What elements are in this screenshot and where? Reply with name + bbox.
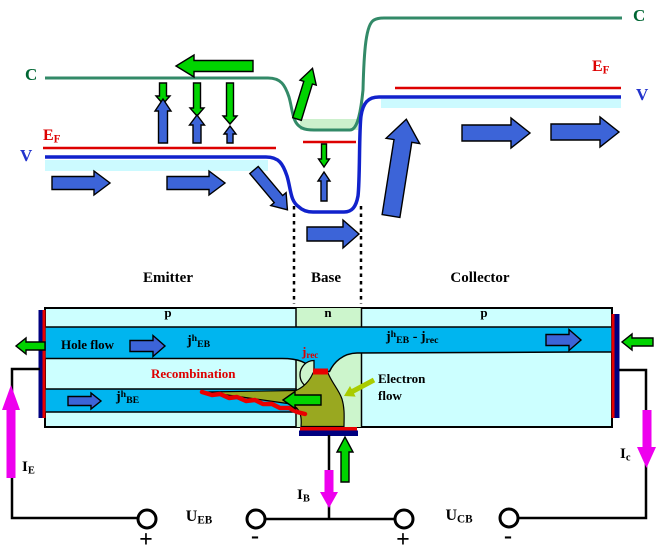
hole-up-arrow-2 <box>188 113 206 144</box>
jeb-minus-jrec-label: jhEB - jrec <box>386 329 439 346</box>
electron-base-up-arrow <box>335 435 355 483</box>
base-contact-navy <box>299 430 358 436</box>
blue-arrows-structure <box>67 327 583 411</box>
valence-band-curve <box>45 95 621 214</box>
emitter-contact-red <box>42 310 46 418</box>
collector-polarity: - <box>504 523 512 549</box>
valence-band-fill-left <box>45 160 268 171</box>
ic-current-arrow <box>637 410 656 468</box>
collector-contact-navy <box>614 314 620 418</box>
emitter-doping-label: p <box>164 305 172 320</box>
conduction-band-curve <box>45 16 622 132</box>
magenta-current-arrows <box>2 385 656 508</box>
electron-flow-pointer-arrow <box>343 377 376 397</box>
emitter-polarity: + <box>139 527 153 553</box>
electron-down-arrow-1 <box>154 82 172 106</box>
emitter-title: Emitter <box>143 270 193 286</box>
valence-band-label-right: V <box>636 85 649 104</box>
jeb-label: jhEB <box>187 333 211 350</box>
electron-flow-label-line1: Electron <box>378 371 426 386</box>
ueb-label: UEB <box>185 508 213 527</box>
base-right-polarity: + <box>396 527 410 553</box>
electron-down-arrow-2 <box>188 82 206 118</box>
jrec-label: jrec <box>302 344 319 360</box>
jrec-marker <box>313 368 328 375</box>
hole-collector-arrow-2 <box>550 115 621 149</box>
terminal-base-plus <box>393 508 415 530</box>
electron-well-down-arrow <box>317 143 331 169</box>
electron-funnel-left-arrow <box>281 390 322 410</box>
conduction-band-label-right: C <box>633 6 646 25</box>
base-title: Base <box>311 270 341 286</box>
recombination-label: Recombination <box>151 366 236 381</box>
ie-label: IE <box>22 459 35 477</box>
base-well-fill <box>300 119 358 130</box>
terminal-base-minus <box>245 508 267 530</box>
hole-up-slope-arrow <box>381 118 421 219</box>
conduction-band-label-left: C <box>25 65 38 84</box>
electron-flow-label-line2: flow <box>378 388 402 403</box>
electron-flow-funnel <box>205 372 345 428</box>
valence-band-fill-right <box>381 99 621 108</box>
collector-contact-red <box>611 314 615 418</box>
electron-down-arrow-3 <box>221 82 239 126</box>
electron-in-right-arrow <box>620 332 654 352</box>
blue-arrows-band <box>51 97 621 250</box>
hole-well-up-arrow <box>316 170 332 202</box>
ucb-label: UCB <box>445 507 473 526</box>
electron-out-left-arrow <box>14 336 46 356</box>
valence-band-label-left: V <box>20 146 33 165</box>
green-arrows-band <box>154 53 331 169</box>
ic-label: Ic <box>620 446 631 464</box>
collector-channel-arrow <box>545 327 583 353</box>
hole-flow-channel-arrow <box>129 333 167 359</box>
base-contact-red <box>300 427 357 431</box>
base-doping-label: n <box>324 305 332 320</box>
ib-label: IB <box>297 487 310 505</box>
jbe-channel-arrow <box>67 391 103 411</box>
fermi-label-left: EF <box>43 127 61 146</box>
jbe-label: jhBE <box>116 389 140 406</box>
electron-drift-left-arrow <box>174 53 254 79</box>
fermi-label-right: EF <box>592 58 610 77</box>
terminal-emitter-plus <box>136 508 158 530</box>
hole-base-transit-arrow <box>306 218 361 250</box>
hole-collector-arrow-1 <box>461 116 532 150</box>
hole-up-arrow-1 <box>153 97 173 144</box>
collector-title: Collector <box>450 270 510 286</box>
collector-doping-label: p <box>480 305 488 320</box>
electron-up-slope-arrow <box>291 66 318 122</box>
battery-terminals <box>136 507 520 530</box>
ib-current-arrow <box>320 470 338 508</box>
hole-flow-right-arrow-2 <box>166 169 227 197</box>
base-left-polarity: - <box>251 523 259 549</box>
recombination-streak <box>199 389 308 417</box>
terminal-collector-minus <box>498 507 520 529</box>
hole-flow-channel <box>44 326 613 373</box>
hole-up-arrow-3 <box>222 124 238 144</box>
hole-flow-label: Hole flow <box>61 337 115 352</box>
emitter-contact-navy <box>38 310 43 418</box>
hole-down-slope-arrow <box>248 165 289 211</box>
green-arrows-structure <box>14 332 654 483</box>
hole-flow-right-arrow-1 <box>51 169 112 197</box>
ie-current-arrow <box>2 385 20 478</box>
